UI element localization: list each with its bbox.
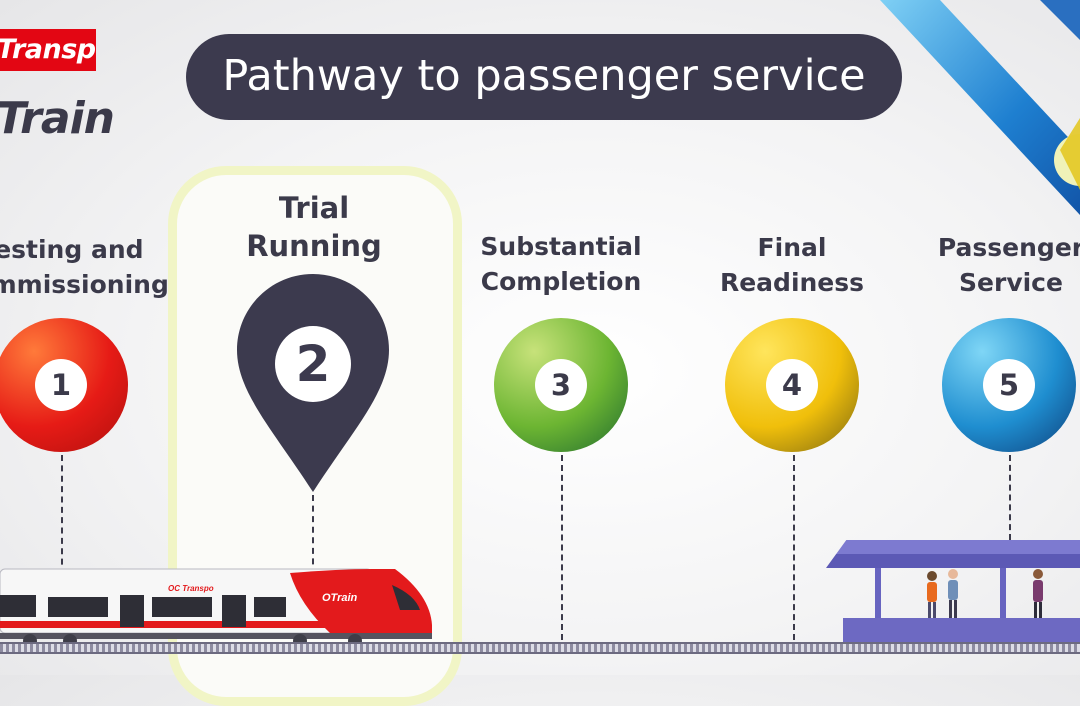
- passenger-figure: [1033, 569, 1043, 618]
- oc-transpo-logo: Transpo: [0, 29, 96, 71]
- stage-5-label: Passenger Service: [891, 230, 1080, 300]
- train-illustration: OC Transpo OTrain: [0, 568, 432, 648]
- stage-5-connector: [1009, 455, 1011, 540]
- stage-1-label: Testing and Commissioning: [0, 232, 182, 302]
- passenger-figure: [927, 571, 937, 618]
- stage-3-circle-icon: 3: [494, 318, 628, 452]
- train-livery-text: OC Transpo: [168, 584, 214, 593]
- station-platform: [843, 618, 1080, 642]
- stage-4-number: 4: [766, 359, 818, 411]
- stage-5-label-line2: Service: [959, 268, 1063, 297]
- stage-3-label-line1: Substantial: [480, 232, 642, 261]
- o-train-logo: Train: [0, 93, 115, 144]
- stage-4-label-line2: Readiness: [719, 268, 865, 297]
- canopy-post: [1000, 568, 1006, 618]
- stage-2-number: 2: [275, 326, 351, 402]
- page-title: Pathway to passenger service: [186, 34, 902, 120]
- stage-3-number: 3: [535, 359, 587, 411]
- station-canopy: [826, 540, 1080, 568]
- stage-1-circle-icon: 1: [0, 318, 128, 452]
- stage-3-label: Substantial Completion: [441, 229, 681, 299]
- stage-1-number: 1: [35, 359, 87, 411]
- stage-2-connector: [312, 495, 314, 575]
- stage-1-connector: [61, 455, 63, 575]
- stage-5-number: 5: [983, 359, 1035, 411]
- canopy-post: [875, 568, 881, 618]
- stage-5-circle-icon: 5: [942, 318, 1076, 452]
- train-cab-text: OTrain: [322, 592, 358, 604]
- stage-2-label: Trial Running: [194, 189, 434, 265]
- stage-2-label-line2: Running: [246, 229, 382, 263]
- rail-track: [0, 642, 1080, 654]
- stage-5-label-line1: Passenger: [937, 233, 1080, 262]
- stage-2-label-line1: Trial: [278, 191, 350, 225]
- stage-3-connector: [561, 455, 563, 640]
- stage-1-label-line2: Commissioning: [0, 270, 169, 299]
- stage-4-label-line1: Final: [757, 233, 827, 262]
- passenger-figure: [948, 569, 958, 618]
- stage-4-connector: [793, 455, 795, 640]
- stage-4-label: Final Readiness: [672, 230, 912, 300]
- stage-1-label-line1: Testing and: [0, 235, 144, 264]
- stage-4-circle-icon: 4: [725, 318, 859, 452]
- stage-3-label-line2: Completion: [480, 267, 642, 296]
